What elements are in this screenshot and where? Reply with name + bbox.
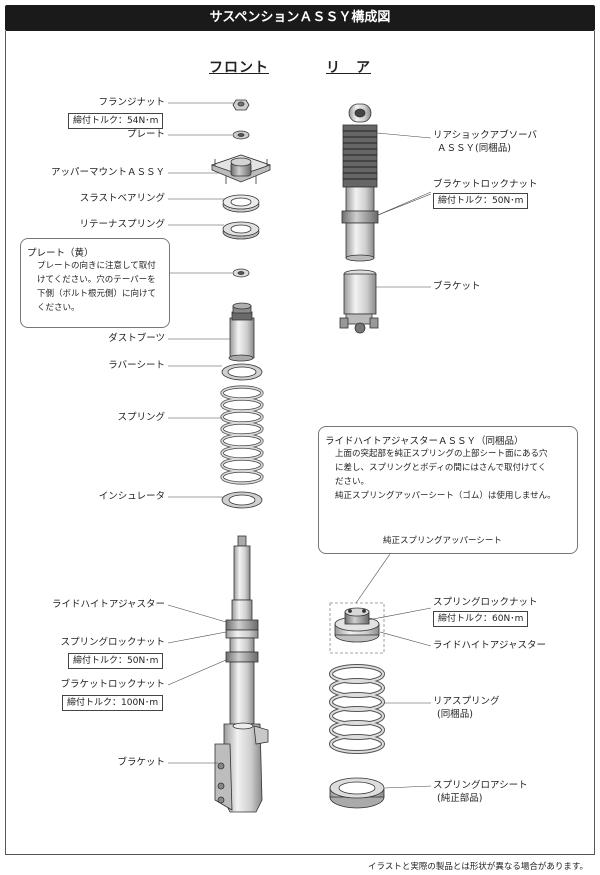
label-rear-shock-absorber-sub: ＡＳＳＹ(同梱品) <box>437 143 511 154</box>
label-upper-seat-caption: 純正スプリングアッパーシート <box>383 536 502 546</box>
label-retainer-spring: リテーナスプリング <box>79 219 165 230</box>
rubber-seat-part <box>221 363 263 381</box>
spring-lower-seat-part <box>329 777 385 809</box>
label-rear-ride-height-adjuster: ライドハイトアジャスター <box>433 640 546 651</box>
torque-rear-bracket-lock-nut: 締付トルク：50N･m <box>433 193 529 209</box>
label-insulator: インシュレータ <box>98 491 165 502</box>
label-thrust-bearing: スラストベアリング <box>79 193 165 204</box>
torque-spring-lock-nut: 締付トルク：50N･m <box>68 653 164 669</box>
rha-note-title: ライドハイトアジャスターＡＳＳＹ（同梱品） <box>325 436 524 447</box>
label-dust-boot: ダストブーツ <box>108 333 165 344</box>
ride-height-adjuster-note-callout: ライドハイトアジャスターＡＳＳＹ（同梱品） 上面の突起部を純正スプリングの上部シ… <box>318 426 578 554</box>
rha-note-line: 上面の突起部を純正スプリングの上部シート面にある穴 <box>335 449 548 459</box>
label-upper-mount-assy: アッパーマウントＡＳＳＹ <box>50 167 165 178</box>
plate-note-title: プレート（黄） <box>27 248 94 259</box>
plate-note-line: ください。 <box>37 303 80 313</box>
plate-note-line: プレートの向きに注意して取付 <box>37 261 156 271</box>
label-spring: スプリング <box>117 412 165 423</box>
label-spring-lock-nut: スプリングロックナット <box>60 637 165 648</box>
torque-flange-nut: 締付トルク：54N･m <box>68 113 164 129</box>
dust-boot-part <box>228 302 255 362</box>
page-header: サスペンションＡＳＳＹ構成図 <box>5 5 595 31</box>
rha-note-line: ださい。 <box>335 477 370 487</box>
label-ride-height-adjuster: ライドハイトアジャスター <box>52 599 165 610</box>
thrust-bearing-part <box>222 194 260 213</box>
label-rear-shock-absorber: リアショックアブソーバ <box>433 130 538 141</box>
rha-note-line: に差し、スプリングとボディの間にはさんで取付けてく <box>335 463 547 473</box>
plate-note-body: プレートの向きに注意して取付 けてください。穴のテーパーを 下側（ボルト根元側）… <box>37 259 156 315</box>
rear-column-title: リ ア <box>326 60 371 76</box>
plate-note-line: けてください。穴のテーパーを <box>37 275 156 285</box>
plate-note-callout: プレート（黄） プレートの向きに注意して取付 けてください。穴のテーパーを 下側… <box>20 238 170 328</box>
footer-disclaimer: イラストと実際の製品とは形状が異なる場合があります。 <box>368 862 588 872</box>
label-spring-lower-seat: スプリングロアシート <box>433 780 528 791</box>
front-bracket-part <box>214 722 269 813</box>
retainer-spring-part <box>222 221 260 240</box>
torque-bracket-lock-nut: 締付トルク：100N･m <box>62 695 164 711</box>
label-rear-bracket-lock-nut: ブラケットロックナット <box>433 179 538 190</box>
rear-shock-part <box>341 103 379 262</box>
rha-note-line: 純正スプリングアッパーシート（ゴム）は使用しません。 <box>335 491 556 501</box>
front-shock-body <box>225 535 259 725</box>
label-spring-lower-seat-sub: (純正部品) <box>437 793 483 804</box>
label-bracket: ブラケット <box>117 757 165 768</box>
label-rubber-seat: ラバーシート <box>108 360 165 371</box>
flange-nut-part <box>232 99 250 111</box>
rha-note-body: 上面の突起部を純正スプリングの上部シート面にある穴 に差し、スプリングとボディの… <box>335 447 556 503</box>
rear-ride-height-adjuster-part <box>334 607 380 643</box>
label-rear-spring-lock-nut: スプリングロックナット <box>433 597 538 608</box>
torque-rear-spring-lock-nut: 締付トルク：60N･m <box>433 611 529 627</box>
rear-bracket-part <box>339 269 379 334</box>
label-rear-bracket: ブラケット <box>433 281 481 292</box>
label-bracket-lock-nut: ブラケットロックナット <box>60 679 165 690</box>
label-rear-spring-sub: (同梱品) <box>437 709 473 720</box>
upper-mount-part <box>210 154 272 184</box>
plate-note-line: 下側（ボルト根元側）に向けて <box>37 289 157 299</box>
label-rear-spring: リアスプリング <box>433 696 500 707</box>
label-flange-nut: フランジナット <box>98 97 165 108</box>
front-column-title: フロント <box>209 60 269 76</box>
diagram-frame <box>5 31 595 855</box>
insulator-part <box>221 491 263 509</box>
label-plate: プレート <box>126 129 165 140</box>
page-title: サスペンションＡＳＳＹ構成図 <box>209 10 391 25</box>
